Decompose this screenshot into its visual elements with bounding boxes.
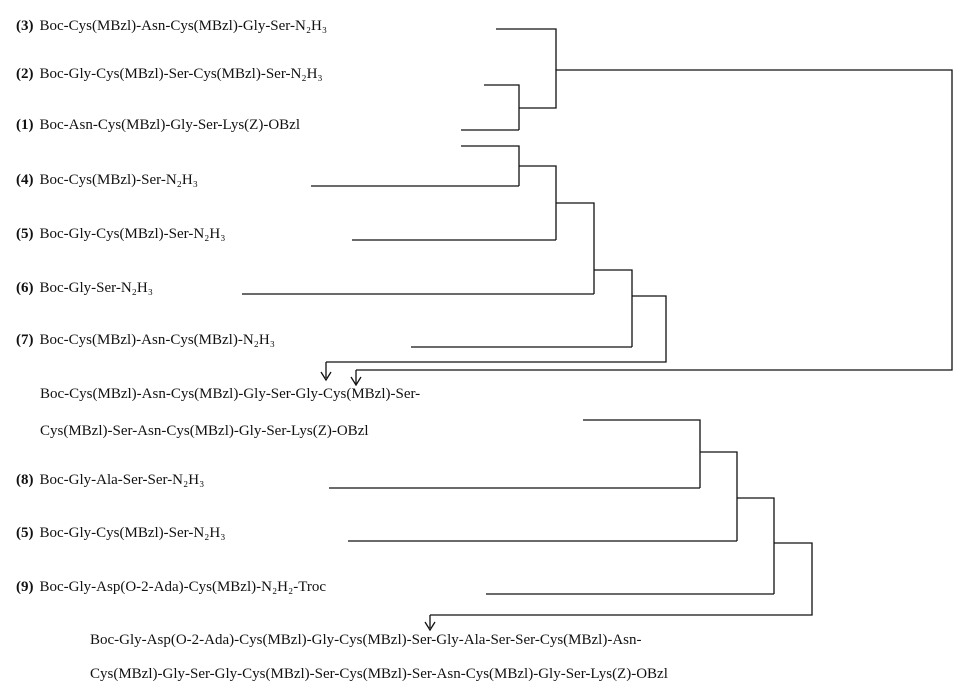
reagent-number: (8) <box>16 472 34 488</box>
peptide-sequence: Boc-Cys(MBzl)-Asn-Cys(MBzl)-Gly-Ser-N₂H₃ <box>39 18 328 34</box>
reagent-5b: (5) Boc-Gly-Cys(MBzl)-Ser-N₂H₃ <box>16 523 225 543</box>
peptide-sequence: Boc-Gly-Ser-N₂H₃ <box>39 280 153 296</box>
connector-junction-1 <box>356 69 953 371</box>
peptide-sequence: Boc-Cys(MBzl)-Ser-N₂H₃ <box>39 172 198 188</box>
reagent-9: (9) Boc-Gly-Asp(O-2-Ada)-Cys(MBzl)-N₂H₂-T… <box>16 577 326 597</box>
connector-2 <box>484 84 520 130</box>
connector-junction-7 <box>737 497 775 594</box>
connector-intermediate <box>583 419 701 488</box>
connector-junction-5 <box>326 295 667 363</box>
connector-junction-4 <box>594 269 633 347</box>
arrow-head-left-icon <box>320 371 332 382</box>
reagent-5: (5) Boc-Gly-Cys(MBzl)-Ser-N₂H₃ <box>16 224 225 244</box>
product-line-2: Cys(MBzl)-Gly-Ser-Gly-Cys(MBzl)-Ser-Cys(… <box>90 666 668 682</box>
reagent-number: (9) <box>16 579 34 595</box>
peptide-sequence: Boc-Gly-Cys(MBzl)-Ser-N₂H₃ <box>39 525 226 541</box>
peptide-sequence: Boc-Gly-Asp(O-2-Ada)-Cys(MBzl)-N₂H₂-Troc <box>39 579 327 595</box>
reagent-number: (3) <box>16 18 34 34</box>
reagent-number: (2) <box>16 66 34 82</box>
reagent-number: (1) <box>16 117 34 133</box>
peptide-sequence: Boc-Asn-Cys(MBzl)-Gly-Ser-Lys(Z)-OBzl <box>39 117 301 133</box>
peptide-sequence: Boc-Gly-Ala-Ser-Ser-N₂H₃ <box>39 472 205 488</box>
reagent-number: (5) <box>16 226 34 242</box>
product-line-1: Boc-Gly-Asp(O-2-Ada)-Cys(MBzl)-Gly-Cys(M… <box>90 632 642 648</box>
reagent-1: (1) Boc-Asn-Cys(MBzl)-Gly-Ser-Lys(Z)-OBzl <box>16 115 300 135</box>
reagent-6: (6) Boc-Gly-Ser-N₂H₃ <box>16 278 153 298</box>
intermediate-line-1: Boc-Cys(MBzl)-Asn-Cys(MBzl)-Gly-Ser-Gly-… <box>40 386 421 402</box>
arrow-head-right-icon <box>350 376 362 387</box>
connector-3 <box>496 28 557 70</box>
reagent-number: (5) <box>16 525 34 541</box>
connector-junction-6 <box>700 451 738 541</box>
reagent-number: (6) <box>16 280 34 296</box>
peptide-sequence: Boc-Gly-Cys(MBzl)-Ser-N₂H₃ <box>39 226 226 242</box>
arrow-head-final-icon <box>424 621 436 632</box>
reagent-number: (7) <box>16 332 34 348</box>
peptide-sequence: Boc-Gly-Cys(MBzl)-Ser-Cys(MBzl)-Ser-N₂H₃ <box>39 66 323 82</box>
peptide-sequence: Boc-Cys(MBzl)-Asn-Cys(MBzl)-N₂H₃ <box>39 332 275 348</box>
reagent-2: (2) Boc-Gly-Cys(MBzl)-Ser-Cys(MBzl)-Ser-N… <box>16 64 323 84</box>
reagent-4: (4) Boc-Cys(MBzl)-Ser-N₂H₃ <box>16 170 198 190</box>
reagent-number: (4) <box>16 172 34 188</box>
connector-junction-8 <box>430 542 813 616</box>
reagent-7: (7) Boc-Cys(MBzl)-Asn-Cys(MBzl)-N₂H₃ <box>16 330 275 350</box>
connector-1-side <box>461 145 520 186</box>
connector-junction-3 <box>556 202 595 294</box>
reagent-8: (8) Boc-Gly-Ala-Ser-Ser-N₂H₃ <box>16 470 204 490</box>
connector-junction-2 <box>519 165 557 240</box>
reagent-3: (3) Boc-Cys(MBzl)-Asn-Cys(MBzl)-Gly-Ser-N… <box>16 16 327 36</box>
intermediate-line-2: Cys(MBzl)-Ser-Asn-Cys(MBzl)-Gly-Ser-Lys(… <box>40 423 369 439</box>
